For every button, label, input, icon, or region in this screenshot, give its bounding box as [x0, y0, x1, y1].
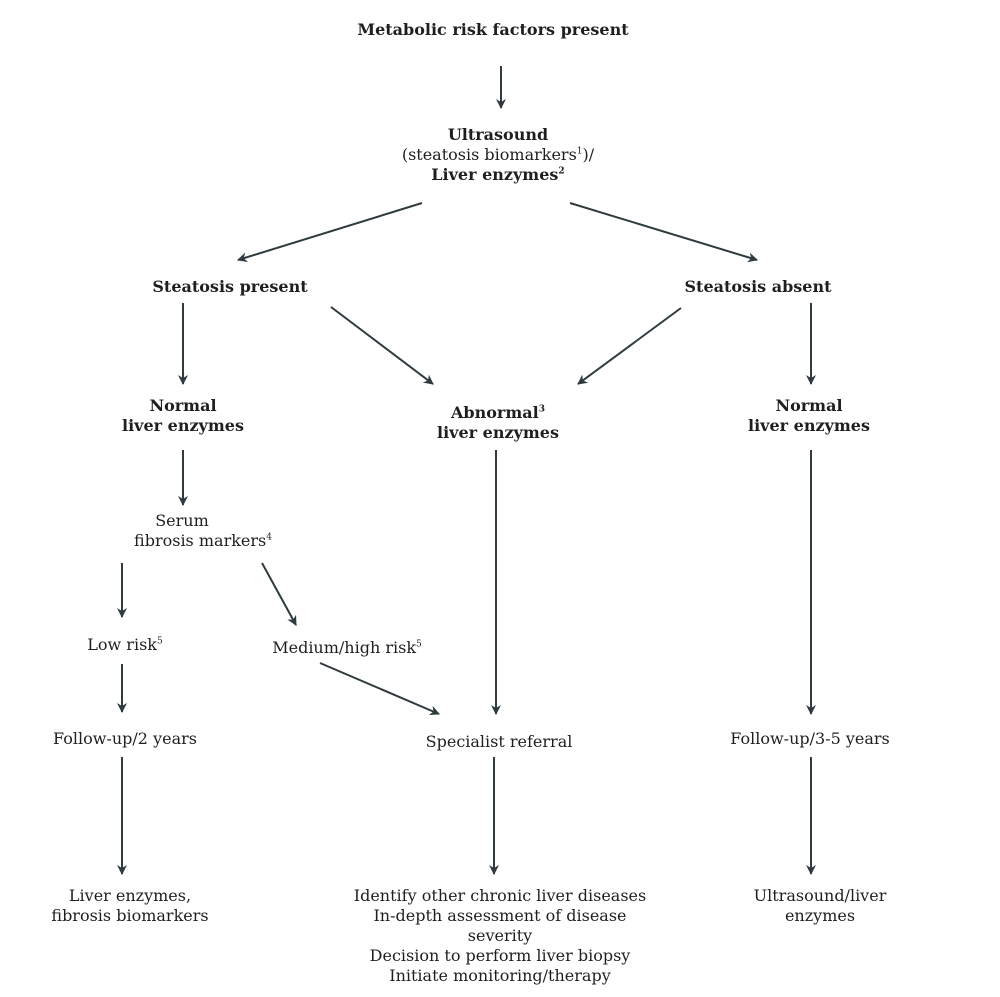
specialist-referral-label: Specialist referral — [425, 732, 573, 751]
low-risk-node: Low risk5 — [60, 635, 190, 655]
normal-liver-enzymes-right-node: Normal liver enzymes — [719, 396, 899, 436]
ultrasound-liver-line2: enzymes — [784, 906, 856, 925]
identify-line1: Identify other chronic liver diseases — [353, 886, 647, 905]
specialist-actions-node: Identify other chronic liver diseases In… — [340, 886, 660, 986]
abnormal-line2: liver enzymes — [437, 423, 559, 442]
liver-fibrosis-line1: Liver enzymes, — [68, 886, 192, 905]
normal-right-line2: liver enzymes — [748, 416, 870, 435]
medium-high-risk-node: Medium/high risk5 — [257, 638, 437, 658]
followup-2-years-node: Follow-up/2 years — [40, 729, 210, 749]
arrow-absent-to-abnormal — [577, 307, 682, 385]
steatosis-present-label: Steatosis present — [152, 277, 308, 296]
identify-line4: Decision to perform liver biopsy — [369, 946, 631, 965]
steatosis-present-node: Steatosis present — [110, 277, 350, 297]
serum-fibrosis-markers-node: Serum fibrosis markers4 — [113, 511, 293, 551]
abnormal-line1: Abnormal3 — [451, 403, 545, 422]
serum-line1: Serum — [155, 511, 209, 530]
arrow-ultrasound-to-steatosis-present — [237, 202, 423, 263]
steatosis-biomarkers-label: (steatosis biomarkers1)/ — [401, 145, 595, 164]
ultrasound-liver-line1: Ultrasound/liver — [753, 886, 887, 905]
metabolic-risk-label: Metabolic risk factors present — [357, 20, 629, 39]
metabolic-risk-node: Metabolic risk factors present — [343, 20, 643, 40]
normal-right-line1: Normal — [775, 396, 843, 415]
footnote-3: 3 — [538, 404, 545, 415]
footnote-5a: 5 — [156, 636, 163, 647]
normal-left-line1: Normal — [149, 396, 217, 415]
identify-line2: In-depth assessment of disease — [373, 906, 627, 925]
liver-enzymes-fibrosis-node: Liver enzymes, fibrosis biomarkers — [40, 886, 220, 926]
arrow-present-to-abnormal — [330, 306, 434, 385]
normal-liver-enzymes-left-node: Normal liver enzymes — [93, 396, 273, 436]
ultrasound-label: Ultrasound — [447, 125, 549, 144]
steatosis-absent-node: Steatosis absent — [638, 277, 878, 297]
serum-line2: fibrosis markers4 — [134, 531, 272, 550]
ultrasound-node: Ultrasound (steatosis biomarkers1)/ Live… — [353, 125, 643, 185]
abnormal-liver-enzymes-node: Abnormal3 liver enzymes — [408, 403, 588, 443]
arrow-serum-to-medium-risk — [261, 562, 297, 626]
footnote-4: 4 — [266, 532, 272, 543]
footnote-2: 2 — [558, 166, 565, 177]
low-risk-label: Low risk5 — [87, 635, 163, 654]
footnote-1: 1 — [576, 146, 583, 157]
specialist-referral-node: Specialist referral — [404, 732, 594, 752]
arrow-ultrasound-to-steatosis-absent — [569, 202, 758, 263]
liver-enzymes-label: Liver enzymes2 — [431, 165, 565, 184]
steatosis-absent-label: Steatosis absent — [684, 277, 832, 296]
followup-3-5-years-node: Follow-up/3-5 years — [720, 729, 900, 749]
followup-2-years-label: Follow-up/2 years — [53, 729, 197, 748]
arrow-medium-risk-to-specialist — [319, 662, 440, 716]
identify-line5: Initiate monitoring/therapy — [389, 966, 611, 985]
ultrasound-liver-enzymes-node: Ultrasound/liver enzymes — [730, 886, 910, 926]
normal-left-line2: liver enzymes — [122, 416, 244, 435]
footnote-5b: 5 — [416, 639, 422, 650]
medium-high-risk-label: Medium/high risk5 — [272, 638, 422, 657]
followup-3-5-years-label: Follow-up/3-5 years — [730, 729, 890, 748]
identify-line3: severity — [467, 926, 533, 945]
liver-fibrosis-line2: fibrosis biomarkers — [51, 906, 209, 925]
